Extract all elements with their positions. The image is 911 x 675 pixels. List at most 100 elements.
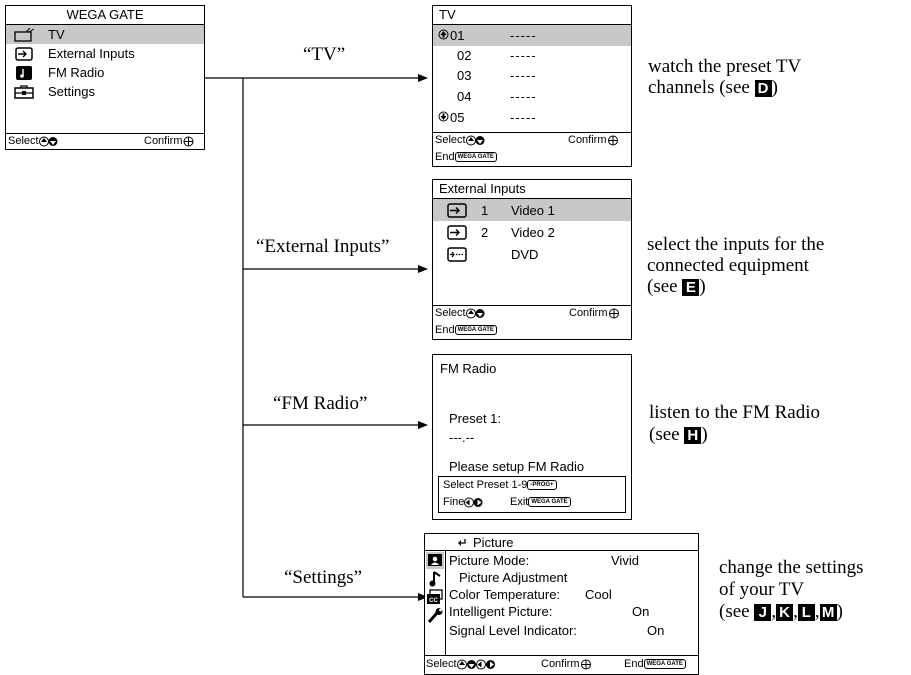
key-l-badge: L — [797, 604, 815, 621]
input-icon — [447, 225, 467, 240]
tv-screen: TV 01 ----- 02 ----- 03 ----- 04 ----- 0… — [432, 5, 632, 167]
setting-value: Vivid — [611, 553, 639, 568]
channel-number: 01 — [450, 28, 465, 43]
up-down-arrows-icon — [38, 136, 58, 147]
branch-label-settings: “Settings” — [284, 567, 363, 588]
menu-item-fm-radio[interactable]: FM Radio — [14, 64, 200, 82]
up-down-arrows-icon — [465, 135, 485, 146]
external-screen-title: External Inputs — [439, 181, 526, 196]
key-m-badge: M — [819, 604, 837, 621]
menu-footer-confirm: Confirm — [144, 135, 194, 148]
settings-screen-title: Picture — [473, 535, 514, 550]
setting-label: Picture Mode: — [449, 553, 530, 568]
setting-label: Picture Adjustment — [459, 570, 568, 585]
settings-row-intelligent-picture[interactable]: Intelligent Picture: On — [449, 603, 694, 620]
channel-number: 05 — [450, 110, 465, 125]
channel-name: ----- — [510, 110, 537, 125]
input-row-dvd[interactable]: DVD — [433, 244, 631, 265]
tv-channel-row[interactable]: 01 ----- — [433, 26, 631, 46]
setting-value: On — [632, 604, 650, 619]
wega-gate-button: WEGA GATE — [643, 659, 686, 670]
channel-number: 03 — [457, 68, 472, 83]
confirm-plus-icon — [608, 308, 619, 319]
settings-row-picture-adjustment[interactable]: Picture Adjustment — [449, 569, 694, 586]
tv-icon — [14, 28, 35, 42]
key-j-badge: J — [754, 604, 772, 621]
settings-footer-select: Select — [426, 658, 497, 671]
description-external-inputs: select the inputs for the connected equi… — [647, 234, 825, 297]
tv-footer-select: Select — [435, 134, 486, 147]
wrench-icon — [427, 608, 443, 623]
input-row-video-1[interactable]: 1 Video 1 — [433, 200, 631, 221]
tv-channel-row[interactable]: 05 ----- — [433, 108, 631, 128]
tv-screen-title: TV — [439, 7, 456, 22]
tv-channel-row[interactable]: 03 ----- — [433, 66, 631, 86]
input-number: 1 — [481, 203, 489, 218]
music-note-icon — [429, 571, 441, 587]
input-icon — [15, 47, 33, 61]
tv-channel-row[interactable]: 04 ----- — [433, 87, 631, 107]
input-highlight — [433, 199, 631, 221]
settings-category-sound[interactable] — [426, 571, 444, 588]
menu-footer-select: Select — [8, 135, 59, 148]
wega-gate-button: WEGA GATE — [528, 497, 571, 508]
confirm-plus-icon — [183, 136, 194, 147]
key-d-badge: D — [754, 80, 772, 97]
wega-gate-menu: WEGA GATE TV External Inputs FM Radio Se… — [5, 5, 205, 150]
menu-item-tv[interactable]: TV — [14, 26, 200, 44]
settings-row-signal-level-indicator[interactable]: Signal Level Indicator: On — [449, 620, 694, 638]
setting-value: Cool — [585, 587, 612, 602]
fm-radio-screen: FM Radio Preset 1: ---.-- Please setup F… — [432, 354, 632, 520]
channel-name: ----- — [510, 28, 537, 43]
external-footer-confirm: Confirm — [569, 307, 620, 320]
settings-row-color-temperature[interactable]: Color Temperature: Cool — [449, 586, 694, 603]
confirm-plus-icon — [607, 135, 618, 146]
toolbox-icon — [14, 85, 34, 99]
menu-item-settings[interactable]: Settings — [14, 83, 200, 101]
branch-label-tv: “TV” — [303, 44, 346, 65]
scroll-down-icon — [438, 111, 449, 122]
input-row-video-2[interactable]: 2 Video 2 — [433, 222, 631, 243]
up-down-arrows-icon — [465, 308, 485, 319]
key-k-badge: K — [776, 604, 794, 621]
description-settings: change the settings of your TV (see J,K,… — [719, 557, 864, 622]
svg-text:CC: CC — [429, 598, 438, 604]
confirm-plus-icon — [580, 659, 591, 670]
menu-item-tv-highlight — [6, 25, 204, 44]
prog-button: -PROG+ — [527, 480, 557, 491]
settings-row-picture-mode[interactable]: Picture Mode: Vivid — [449, 552, 694, 569]
picture-icon — [428, 554, 442, 566]
channel-name: ----- — [510, 48, 537, 63]
tv-footer-confirm: Confirm — [568, 134, 619, 147]
input-icon — [447, 203, 467, 218]
menu-item-label: FM Radio — [48, 65, 105, 80]
settings-category-setup[interactable] — [426, 607, 444, 624]
dvd-input-icon — [447, 247, 467, 262]
settings-category-caption[interactable]: CC — [426, 589, 444, 606]
input-name: DVD — [511, 247, 539, 262]
setting-label: Intelligent Picture: — [449, 604, 553, 619]
menu-item-external-inputs[interactable]: External Inputs — [14, 45, 200, 63]
settings-category-picture[interactable] — [426, 552, 444, 569]
tv-channel-row[interactable]: 02 ----- — [433, 46, 631, 66]
menu-item-label: External Inputs — [48, 46, 135, 61]
setting-label: Signal Level Indicator: — [449, 623, 577, 638]
key-h-badge: H — [684, 427, 702, 444]
branch-label-external-inputs: “External Inputs” — [256, 236, 390, 257]
description-fm-radio: listen to the FM Radio (see H) — [649, 402, 820, 445]
setting-label: Color Temperature: — [449, 587, 561, 602]
fm-select-preset: Select Preset 1-9-PROG+ — [443, 479, 557, 492]
fm-screen-title: FM Radio — [440, 361, 497, 376]
tv-channel-highlight — [433, 25, 631, 46]
fm-setup-message: Please setup FM Radio — [449, 459, 585, 474]
wega-gate-button: WEGA GATE — [454, 152, 497, 163]
four-way-arrows-icon — [456, 659, 495, 670]
external-inputs-screen: External Inputs 1 Video 1 2 Video 2 DVD … — [432, 179, 632, 340]
fm-preset-label: Preset 1: — [449, 411, 502, 426]
menu-item-label: Settings — [48, 84, 95, 99]
input-name: Video 2 — [511, 225, 555, 240]
